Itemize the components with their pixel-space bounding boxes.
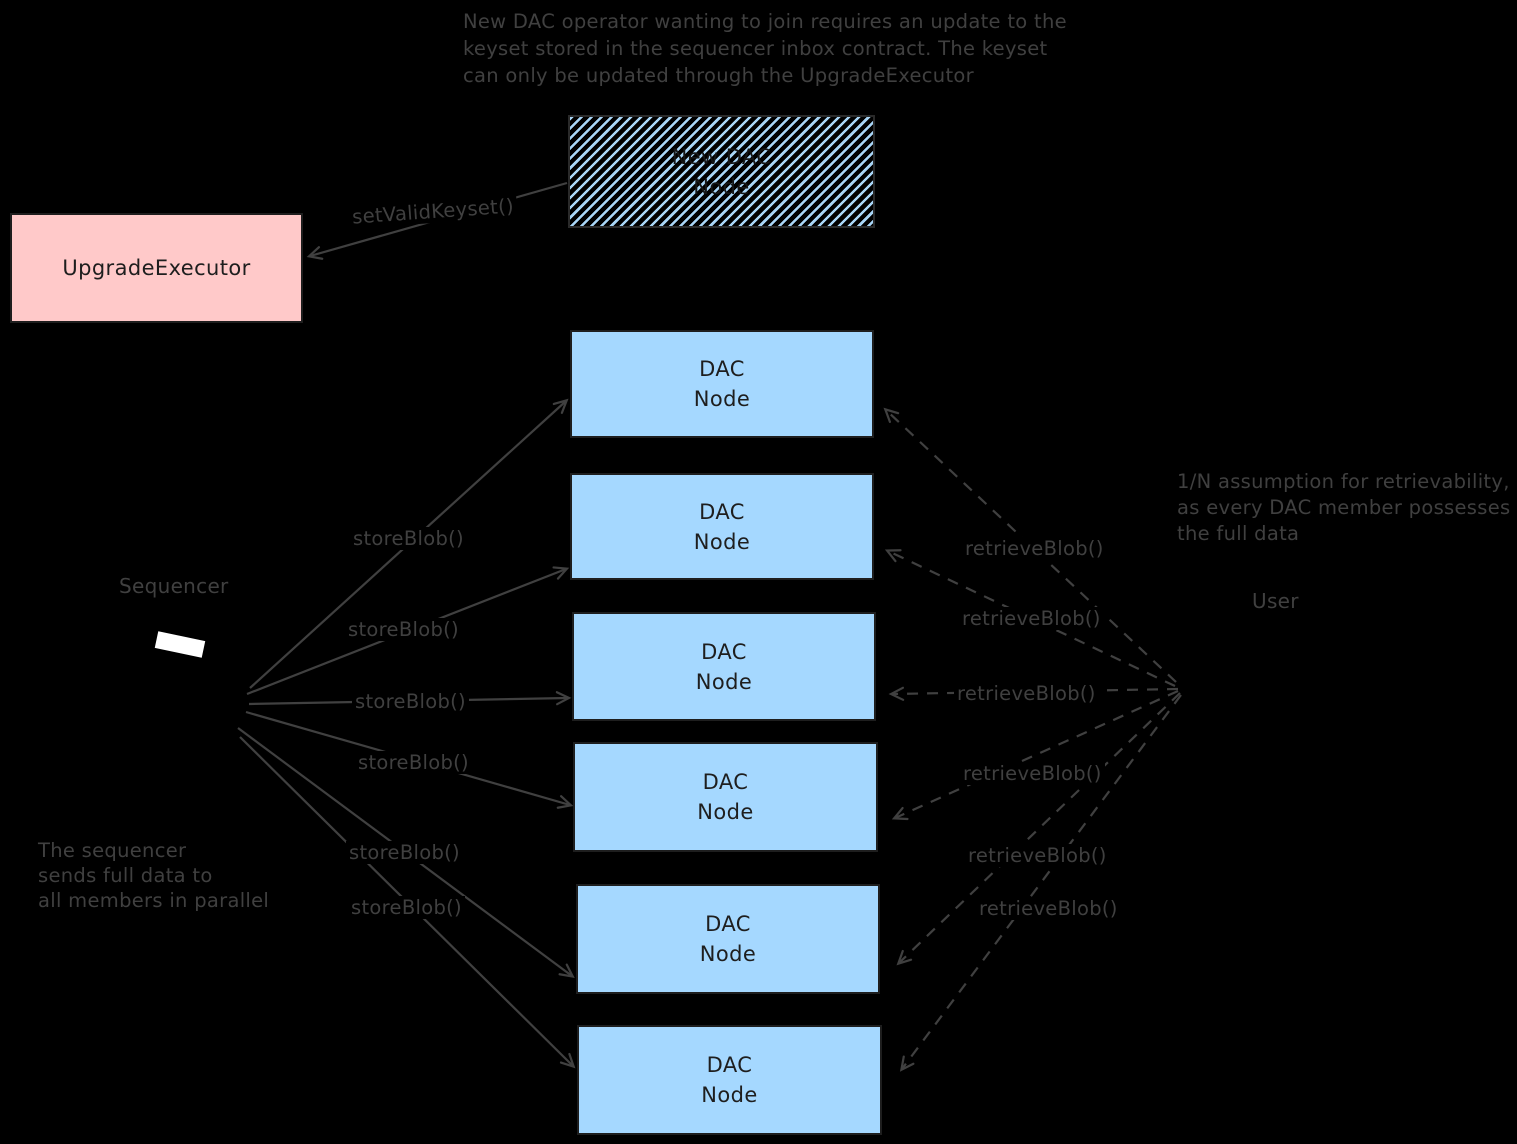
dac-node-box-1: DAC Node <box>570 330 874 438</box>
dac-node-label-line1: DAC <box>701 639 747 664</box>
dac-node-box-6: DAC Node <box>577 1025 882 1135</box>
new-dac-node-label-line1: New DAC <box>671 144 772 169</box>
note-line: The sequencer <box>38 839 187 862</box>
retrieve-blob-label-3: retrieveBlob() <box>954 682 1099 705</box>
keyset-update-note: New DAC operator wanting to join require… <box>463 8 1067 89</box>
dac-node-label-line2: Node <box>693 387 751 411</box>
dac-node-label-line2: Node <box>701 1083 758 1107</box>
dac-node-label-line1: DAC <box>702 770 749 794</box>
note-line: as every DAC member possesses <box>1177 496 1511 519</box>
store-blob-label-2: storeBlob() <box>345 618 462 641</box>
dac-node-box-3: DAC Node <box>572 612 876 721</box>
dac-node-box-5: DAC Node <box>576 884 880 994</box>
retrieve-arrow-6 <box>899 694 1182 1072</box>
retrieve-blob-label-2: retrieveBlob() <box>959 607 1104 630</box>
upgrade-executor-label: UpgradeExecutor <box>62 256 251 280</box>
dac-node-label-line1: DAC <box>699 357 745 381</box>
sequencer-label: Sequencer <box>119 574 229 598</box>
user-label: User <box>1252 589 1299 613</box>
new-dac-node-box: New DAC Node <box>568 115 875 228</box>
dac-node-label-line1: DAC <box>705 912 751 936</box>
store-blob-label-4: storeBlob() <box>355 751 472 774</box>
retrieve-arrow-4 <box>891 689 1179 821</box>
note-line: the full data <box>1177 522 1300 545</box>
note-line: sends full data to <box>38 864 213 887</box>
new-dac-node-label-line2: Node <box>693 174 750 199</box>
note-line: 1/N assumption for retrievability, <box>1177 470 1510 493</box>
dac-node-label-line2: Node <box>695 669 753 694</box>
dac-node-box-2: DAC Node <box>570 473 874 580</box>
retrieve-arrow-1 <box>883 407 1177 683</box>
dac-node-box-4: DAC Node <box>573 742 878 852</box>
dac-node-label-line2: Node <box>697 800 754 824</box>
retrieve-blob-label-4: retrieveBlob() <box>960 762 1105 785</box>
retrieve-arrow-2 <box>884 549 1176 687</box>
upgrade-executor-box: UpgradeExecutor <box>10 213 303 323</box>
store-blob-label-5: storeBlob() <box>346 841 463 864</box>
store-blob-label-1: storeBlob() <box>350 527 467 550</box>
retrieve-blob-label-6: retrieveBlob() <box>976 897 1121 920</box>
dac-node-label-line1: DAC <box>706 1053 753 1077</box>
retrieve-arrow-5 <box>896 692 1181 966</box>
dac-node-label-line2: Node <box>693 529 751 554</box>
sequencer-note: The sequencer sends full data to all mem… <box>38 838 269 913</box>
dac-node-label-line2: Node <box>699 942 757 966</box>
retrieve-blob-label-1: retrieveBlob() <box>962 537 1107 560</box>
note-line: New DAC operator wanting to join require… <box>463 10 1067 33</box>
note-line: keyset stored in the sequencer inbox con… <box>463 37 1048 60</box>
retrievability-note: 1/N assumption for retrievability, as ev… <box>1177 469 1510 547</box>
note-line: can only be updated through the UpgradeE… <box>463 64 974 87</box>
retrieve-blob-label-5: retrieveBlob() <box>965 844 1110 867</box>
note-line: all members in parallel <box>38 889 270 912</box>
store-blob-label-6: storeBlob() <box>348 896 465 919</box>
dac-node-label-line1: DAC <box>699 499 745 524</box>
store-blob-label-3: storeBlob() <box>352 690 469 713</box>
